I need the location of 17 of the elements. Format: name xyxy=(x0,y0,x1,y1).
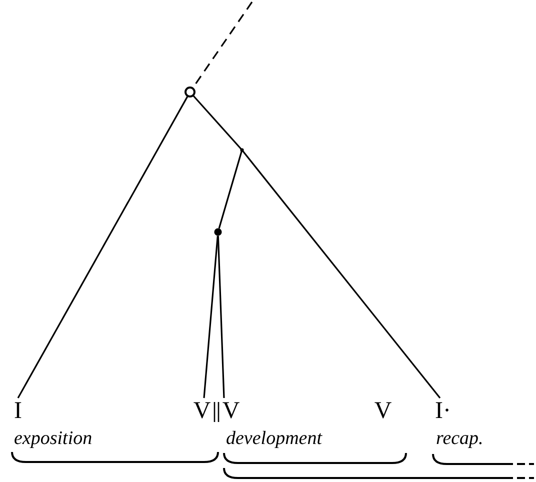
branch-line xyxy=(17,96,188,398)
chord-numeral: I xyxy=(6,398,30,424)
branch-line xyxy=(203,236,218,398)
chord-numeral: V xyxy=(219,398,243,424)
section-label: exposition xyxy=(14,428,92,450)
branch-line xyxy=(192,94,243,151)
chord-numeral: I· xyxy=(432,398,454,424)
section-label: development xyxy=(226,428,322,450)
node-dot xyxy=(214,228,222,236)
chord-numeral: V xyxy=(370,398,396,424)
branch-line xyxy=(241,150,441,398)
branch-line xyxy=(218,150,243,229)
branch-line xyxy=(217,236,225,398)
section-label: recap. xyxy=(436,428,484,450)
chord-numeral: V xyxy=(190,398,214,424)
open-node-circle xyxy=(184,86,196,98)
branch-junction xyxy=(240,148,244,152)
